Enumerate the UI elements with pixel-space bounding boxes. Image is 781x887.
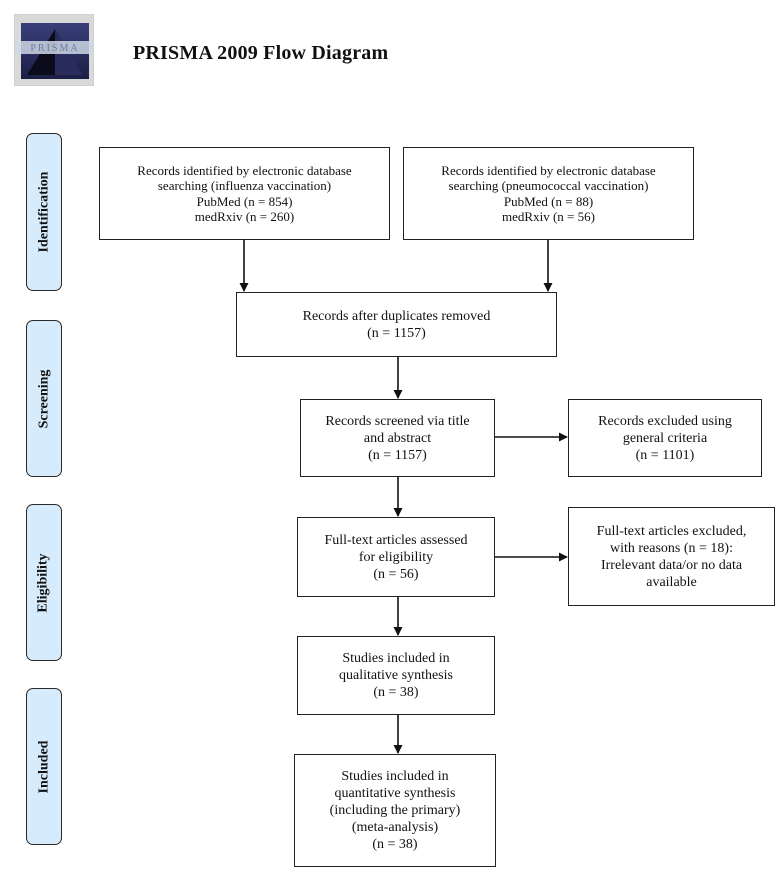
box-line: qualitative synthesis	[339, 668, 453, 683]
box-line: Records after duplicates removed	[302, 308, 491, 324]
page-title: PRISMA 2009 Flow Diagram	[133, 42, 389, 64]
box-line: general criteria	[622, 430, 708, 446]
phase-included: Included	[26, 688, 62, 845]
box-pneumococcal-records: Records identified by electronic databas…	[403, 147, 694, 240]
box-line: and abstract	[363, 430, 432, 446]
prisma-logo: PRISMA	[14, 14, 94, 86]
phase-eligibility: Eligibility	[26, 504, 62, 661]
phase-identification-label: Identification	[36, 171, 52, 253]
box-line: Studies included in	[342, 651, 450, 666]
box-line: searching (pneumococcal vaccination)	[448, 178, 649, 193]
box-line: Records excluded using	[598, 413, 732, 429]
box-line: Records screened via title	[325, 413, 470, 429]
phase-screening-label: Screening	[36, 369, 52, 428]
box-fulltext-assessed: Full-text articles assessed for eligibil…	[297, 517, 495, 597]
box-line: Irrelevant data/or no data	[600, 557, 743, 573]
box-line: Full-text articles excluded,	[596, 523, 747, 539]
box-line: (including the primary)	[329, 803, 461, 818]
box-line: medRxiv (n = 260)	[194, 209, 295, 224]
box-duplicates-removed: Records after duplicates removed (n = 11…	[236, 292, 557, 357]
box-line: Full-text articles assessed	[324, 532, 468, 548]
box-line: Records identified by electronic databas…	[441, 162, 656, 178]
box-line: (n = 38)	[372, 837, 418, 852]
phase-eligibility-label: Eligibility	[36, 552, 51, 613]
box-line: (meta-analysis)	[351, 820, 439, 835]
phase-included-label: Included	[36, 740, 52, 793]
box-fulltext-excluded: Full-text articles excluded, with reason…	[568, 507, 775, 606]
box-quantitative-synthesis: Studies included in quantitative synthes…	[294, 754, 496, 867]
box-line: quantitative synthesis	[334, 786, 456, 801]
box-line: medRxiv (n = 56)	[502, 209, 595, 224]
box-line: with reasons (n = 18):	[610, 540, 733, 556]
svg-text:PRISMA: PRISMA	[30, 43, 79, 54]
box-line: (n = 1157)	[367, 325, 426, 341]
phase-identification: Identification	[26, 133, 62, 291]
box-line: Records identified by electronic databas…	[137, 162, 352, 178]
box-line: available	[646, 574, 697, 590]
box-line: Studies included in	[341, 769, 449, 784]
box-line: searching (influenza vaccination)	[157, 178, 332, 193]
box-line: (n = 1101)	[635, 447, 695, 463]
box-records-excluded: Records excluded using general criteria …	[568, 399, 762, 477]
box-records-screened: Records screened via title and abstract …	[300, 399, 495, 477]
box-qualitative-synthesis: Studies included in qualitative synthesi…	[297, 636, 495, 715]
box-influenza-records: Records identified by electronic databas…	[99, 147, 390, 240]
phase-screening: Screening	[26, 320, 62, 477]
box-line: (n = 38)	[373, 685, 419, 700]
box-line: (n = 1157)	[368, 447, 427, 463]
box-line: PubMed (n = 88)	[503, 193, 594, 209]
box-line: for eligibility	[358, 549, 434, 565]
box-line: PubMed (n = 854)	[196, 193, 293, 209]
box-line: (n = 56)	[373, 566, 419, 582]
